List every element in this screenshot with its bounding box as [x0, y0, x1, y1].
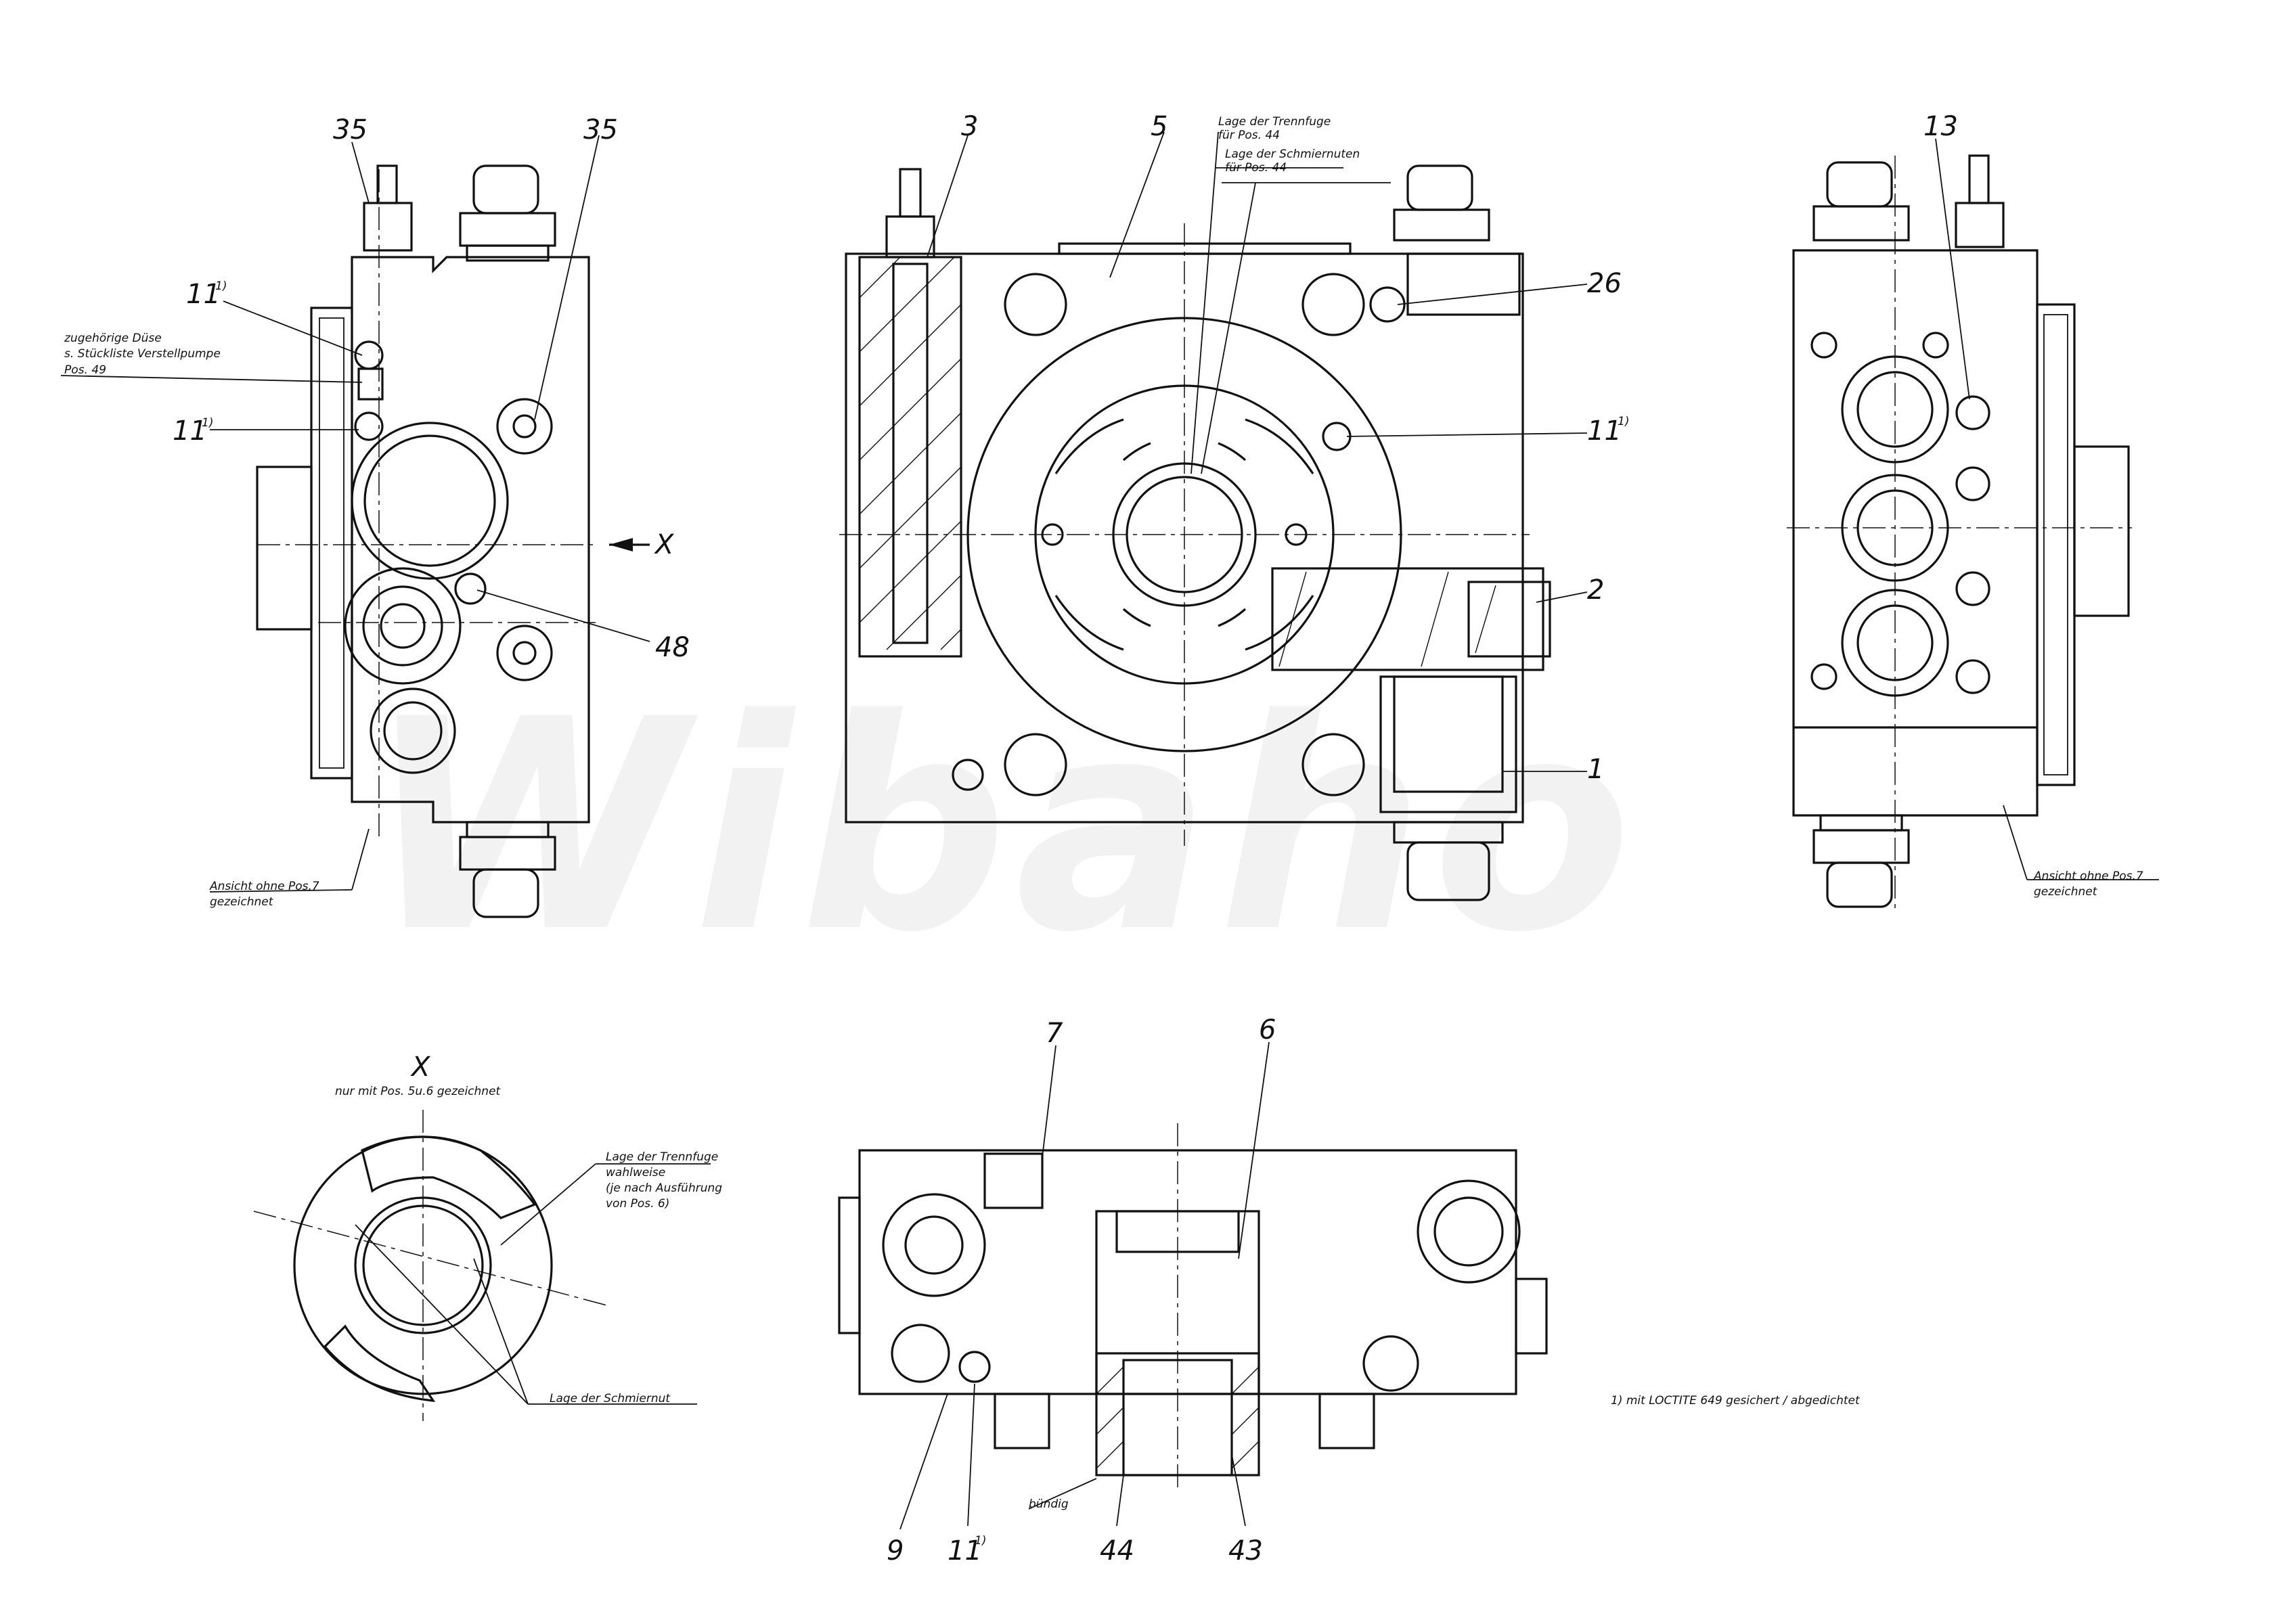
view-x-title: X: [410, 1052, 431, 1083]
left-side-view: [60, 135, 650, 918]
pos-13-label: 13: [1923, 111, 1958, 142]
joint-optional-line2: wahlweise: [606, 1166, 665, 1179]
view-without-7-left-line1: Ansicht ohne Pos.7: [209, 880, 319, 893]
pos-7-label: 7: [1046, 1018, 1063, 1049]
pos-26-label: 26: [1587, 268, 1622, 299]
pos-44-label: 44: [1100, 1535, 1134, 1566]
footnote-marker-bottom: 1): [975, 1534, 986, 1548]
view-arrow-x-label: X: [654, 529, 675, 560]
pos-3-label: 3: [961, 111, 978, 142]
pos-5-label: 5: [1151, 111, 1167, 142]
pos-48-label: 48: [655, 632, 690, 663]
nozzle-note-line1: zugehörige Düse: [64, 332, 162, 345]
groove-note-line1: Lage der Schmiernuten: [1225, 148, 1360, 161]
groove-note-line2: für Pos. 44: [1225, 161, 1287, 175]
view-x-subtitle: nur mit Pos. 5u.6 gezeichnet: [335, 1085, 502, 1098]
footnote-marker-upper: 1): [215, 279, 227, 293]
nozzle-note-line2: s. Stückliste Verstellpumpe: [64, 347, 221, 361]
pos-43-label: 43: [1228, 1535, 1263, 1566]
pos-35-right-label: 35: [583, 114, 618, 145]
nozzle-note-line3: Pos. 49: [64, 363, 106, 377]
footnote-marker-lower: 1): [202, 416, 213, 430]
pos-1-label: 1: [1587, 754, 1604, 785]
view-x-detail: [253, 1110, 711, 1421]
bottom-section-view: [838, 1041, 1548, 1530]
pos-11-center-label: 11: [1587, 415, 1622, 447]
groove-single-note: Lage der Schmiernut: [550, 1392, 671, 1405]
view-without-7-right-line1: Ansicht ohne Pos.7: [2033, 870, 2143, 883]
footnote-marker-center: 1): [1618, 415, 1629, 428]
view-without-7-left-line2: gezeichnet: [210, 895, 274, 909]
view-without-7-right-line2: gezeichnet: [2034, 885, 2098, 899]
joint-optional-line1: Lage der Trennfuge: [606, 1150, 718, 1164]
pos-35-left-label: 35: [333, 114, 368, 145]
pos-9-label: 9: [887, 1535, 904, 1566]
pos-11-lower-label: 11: [173, 415, 207, 447]
pos-2-label: 2: [1587, 574, 1604, 606]
pos-6-label: 6: [1259, 1014, 1276, 1045]
joint-optional-line3: (je nach Ausführung: [606, 1181, 722, 1195]
joint-optional-line4: von Pos. 6): [606, 1197, 669, 1211]
pos-11-bottom-label: 11: [948, 1535, 982, 1566]
center-section-view: [839, 131, 1588, 901]
pos-11-upper-label: 11: [186, 279, 221, 310]
watermark-text: Wibaho: [365, 658, 1639, 996]
flush-note: bündig: [1029, 1497, 1069, 1511]
right-side-view: [1787, 138, 2159, 914]
joint-note-line2: für Pos. 44: [1218, 129, 1280, 142]
joint-note-line1: Lage der Trennfuge: [1218, 115, 1331, 129]
loctite-footnote: 1) mit LOCTITE 649 gesichert / abgedicht…: [1611, 1394, 1861, 1407]
